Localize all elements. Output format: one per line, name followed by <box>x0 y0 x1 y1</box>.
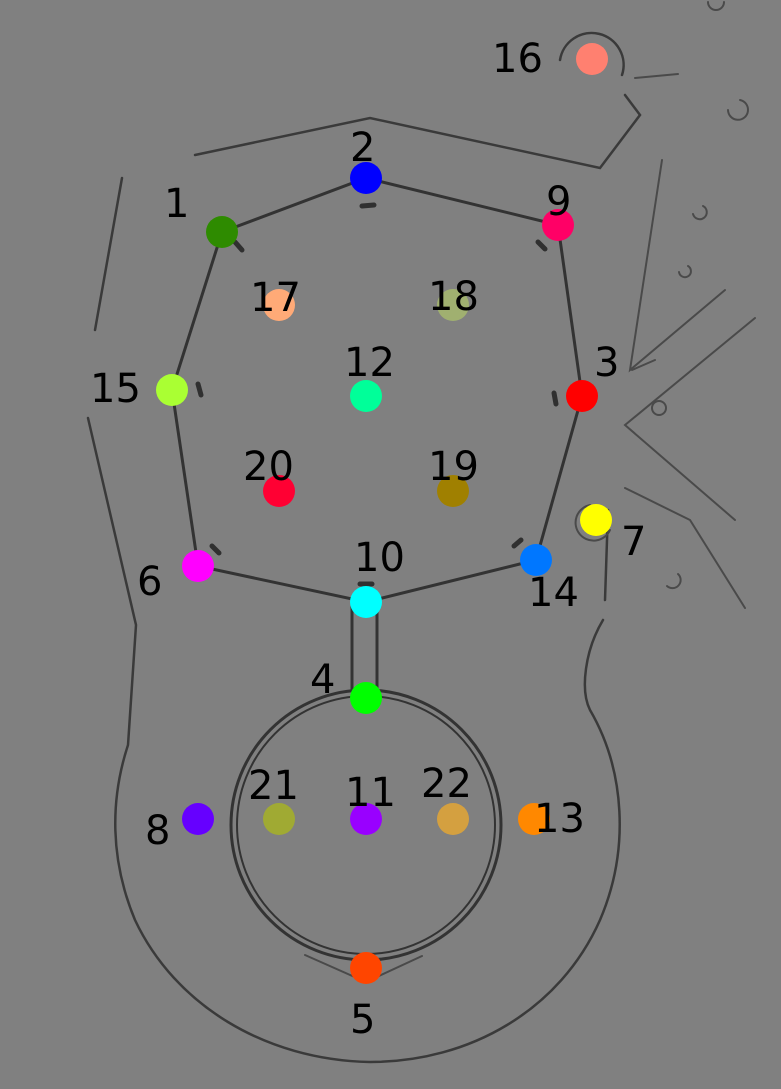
tick-near-1 <box>232 239 245 253</box>
node-15-dot[interactable] <box>156 374 188 406</box>
sketch-right-diagonal-b <box>623 317 756 521</box>
tick-near-9 <box>535 239 548 252</box>
node-5-dot[interactable] <box>350 952 382 984</box>
node-17-dot[interactable] <box>263 289 295 321</box>
node-7-dot[interactable] <box>580 504 612 536</box>
sketch-right-diagonal-a <box>628 159 726 373</box>
keypoints <box>156 43 612 984</box>
tick-near-6 <box>209 543 222 556</box>
node-16-dot[interactable] <box>576 43 608 75</box>
node-9-dot[interactable] <box>542 209 574 241</box>
background-sketch <box>86 1 756 1064</box>
sketch-small-circle <box>651 400 667 416</box>
node-3-label: 3 <box>594 340 619 386</box>
sketch-hook-a <box>727 99 749 121</box>
node-15-label: 15 <box>90 366 141 412</box>
node-6-label: 6 <box>137 559 162 605</box>
sketch-yellow-ring <box>574 504 611 542</box>
node-13-label: 13 <box>534 796 585 842</box>
sketch-body-outline <box>86 416 621 1064</box>
node-6-dot[interactable] <box>182 550 214 582</box>
sketch-hook-d <box>666 573 682 590</box>
sketch-left-slash <box>93 176 124 332</box>
sketch-top-arc <box>193 93 642 170</box>
node-9-label: 9 <box>546 179 571 225</box>
tick-near-3 <box>551 390 559 407</box>
node-18-dot[interactable] <box>437 289 469 321</box>
node-11-label: 11 <box>345 770 396 816</box>
node-18-label: 18 <box>428 274 479 320</box>
node-11-dot[interactable] <box>350 803 382 835</box>
tick-near-2 <box>359 202 377 209</box>
node-14-label: 14 <box>528 570 579 616</box>
node-20-label: 20 <box>243 444 294 490</box>
node-16-label: 16 <box>492 36 543 82</box>
node-4-dot[interactable] <box>350 682 382 714</box>
node-2-dot[interactable] <box>350 162 382 194</box>
tick-near-15 <box>195 381 204 398</box>
node-8-dot[interactable] <box>182 803 214 835</box>
sketch-right-diagonal-d <box>631 359 656 371</box>
node-22-label: 22 <box>421 761 472 807</box>
tick-near-14 <box>511 537 524 549</box>
node-7-label: 7 <box>621 519 646 565</box>
sketch-ring-dash <box>634 73 679 79</box>
sketch-hook-c <box>678 265 692 279</box>
node-17-label: 17 <box>250 275 301 321</box>
sketch-hook-b <box>692 205 708 221</box>
node-13-dot[interactable] <box>518 803 550 835</box>
node-1-dot[interactable] <box>206 216 238 248</box>
node-10-label: 10 <box>354 535 405 581</box>
sketch-right-diagonal-c <box>624 487 746 609</box>
node-2-label: 2 <box>350 125 375 171</box>
node-19-label: 19 <box>428 444 479 490</box>
node-21-dot[interactable] <box>263 803 295 835</box>
node-3-dot[interactable] <box>566 380 598 412</box>
node-12-dot[interactable] <box>350 380 382 412</box>
node-labels: 1 2 3 4 5 6 7 8 9 10 11 12 13 14 15 16 1… <box>90 36 646 1043</box>
node-19-dot[interactable] <box>437 475 469 507</box>
node-10-dot[interactable] <box>350 586 382 618</box>
sketch-hook-e <box>707 1 725 11</box>
sketch-ring-top <box>558 31 625 77</box>
node-5-label: 5 <box>350 997 375 1043</box>
node-21-label: 21 <box>248 763 299 809</box>
node-20-dot[interactable] <box>263 475 295 507</box>
node-1-label: 1 <box>164 181 189 227</box>
node-4-label: 4 <box>310 657 335 703</box>
node-22-dot[interactable] <box>437 803 469 835</box>
node-14-dot[interactable] <box>520 544 552 576</box>
node-12-label: 12 <box>344 340 395 386</box>
node-8-label: 8 <box>145 808 170 854</box>
